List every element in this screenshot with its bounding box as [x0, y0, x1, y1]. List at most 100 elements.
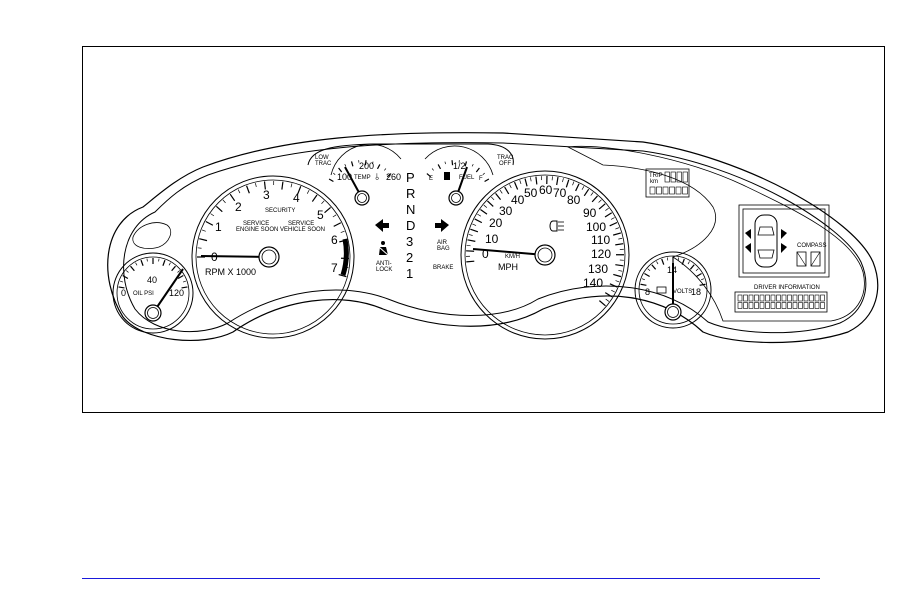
oil-pressure-gauge: 0 40 120 OIL PSI [112, 252, 194, 334]
speed-tick [605, 207, 609, 211]
oil-tick [171, 265, 176, 272]
volt-tick [640, 283, 647, 286]
dic-character-cell [770, 294, 776, 302]
cluster-outer-bezel [107, 132, 879, 344]
tach-number-2: 2 [235, 200, 242, 214]
tach-redline [340, 238, 349, 276]
odometer-digit-cell [682, 186, 688, 195]
gear-d: D [406, 218, 415, 233]
speed-number-30: 30 [499, 204, 513, 218]
gear-2: 2 [406, 250, 413, 265]
fuel-pump-icon [444, 172, 450, 180]
temp-tick [328, 178, 334, 183]
speed-number-100: 100 [586, 220, 606, 234]
dic-character-cell [814, 294, 820, 302]
low-trac-label-2: TRAC [315, 161, 332, 167]
speed-number-90: 90 [583, 206, 597, 220]
dic-character-cell [820, 294, 825, 302]
dic-character-cell [759, 302, 765, 309]
oil-needle [152, 268, 184, 314]
dic-character-cell [814, 302, 820, 309]
dic-character-cell [776, 294, 781, 302]
temp-tick [344, 163, 347, 167]
speed-tick [556, 176, 559, 186]
trac-off-label-2: OFF [499, 161, 511, 167]
speed-tick [509, 184, 512, 189]
dic-character-cell [737, 294, 743, 302]
speed-tick [562, 178, 564, 183]
tachometer: 0 1 2 3 4 5 6 7 SECURITY SERVICE ENGINE … [191, 175, 355, 339]
temp-number-200: 200 [359, 161, 374, 171]
dic-character-cell [765, 302, 770, 309]
speed-tick [572, 181, 575, 186]
speed-number-60: 60 [539, 183, 553, 197]
dic-character-cell [781, 302, 787, 309]
low-trac-label-1: LOW [315, 155, 329, 161]
right-turn-signal-icon [435, 219, 449, 232]
temp-tick [338, 167, 343, 173]
temp-icon: ⫰ [375, 172, 379, 182]
prndl-indicator: P R N D 3 2 1 [406, 170, 415, 281]
gear-r: R [406, 186, 415, 201]
speed-number-140: 140 [583, 276, 603, 290]
mph-label: MPH [498, 262, 518, 272]
instrument-cluster-figure: 0 40 120 OIL PSI 0 1 2 3 4 5 6 7 SECURIT… [82, 46, 885, 413]
volt-tick [687, 261, 690, 265]
speed-tick [499, 189, 503, 194]
speed-tick [466, 260, 475, 263]
driver-information-display: DRIVER INFORMATION [734, 285, 828, 313]
tach-tick [210, 213, 215, 217]
temp-number-100: 100 [337, 172, 352, 182]
trip-digit-cell [682, 171, 688, 183]
odometer-digit-cell [669, 186, 675, 195]
speed-tick [565, 179, 570, 188]
dic-character-cell [803, 302, 809, 309]
speed-tick [581, 186, 585, 190]
speedometer: 0 10 20 30 40 50 60 70 80 90 100 110 120… [460, 170, 630, 340]
speed-tick [470, 228, 479, 233]
tach-tick [340, 230, 345, 233]
dic-character-cell [748, 294, 754, 302]
oil-tick [140, 259, 144, 266]
odometer-digit-cell [656, 186, 662, 195]
volts-label: VOLTS [673, 289, 692, 295]
temp-tick [372, 161, 374, 165]
fuel-tick [484, 178, 490, 183]
temp-tick [333, 172, 336, 175]
volt-tick [661, 258, 665, 265]
temp-label: TEMP [354, 175, 371, 181]
trip-label-1: TRIP [649, 173, 663, 179]
speed-tick [467, 239, 476, 242]
service-engine-label-1: SERVICE [243, 221, 269, 227]
tach-number-4: 4 [293, 191, 300, 205]
speed-tick [605, 298, 610, 302]
security-label: SECURITY [265, 208, 295, 214]
tach-tick [281, 181, 284, 190]
odometer-digit-cell [649, 186, 656, 195]
trip-digit-cell [676, 171, 682, 183]
oil-tick [182, 280, 187, 283]
trip-label-2: km [650, 179, 658, 185]
battery-icon [656, 286, 667, 294]
temp-needle-hub [354, 190, 370, 206]
trip-digit-cell [670, 171, 676, 183]
gear-3: 3 [406, 234, 413, 249]
speed-tick [604, 292, 613, 298]
driver-info-label: DRIVER INFORMATION [754, 285, 820, 291]
volt-number-8: 8 [645, 287, 650, 297]
air-bag-label-2: BAG [437, 246, 450, 252]
fuel-gauge: E 1/2 F FUEL TRAC OFF [424, 145, 514, 206]
speed-tick [468, 234, 473, 236]
trac-off-label-1: TRAC [497, 155, 514, 161]
speed-tick [615, 264, 624, 267]
speed-tick [618, 270, 623, 272]
speed-tick [604, 212, 613, 218]
dic-character-cell [743, 294, 748, 302]
tach-tick [222, 199, 226, 204]
tach-tick [321, 200, 325, 205]
volt-tick [651, 264, 657, 270]
cluster-inner-bezel [123, 142, 867, 334]
temperature-gauge: LOW TRAC 100 200 260 TEMP ⫰ [315, 143, 402, 206]
speed-tick [615, 227, 620, 230]
speed-tick [535, 176, 538, 185]
